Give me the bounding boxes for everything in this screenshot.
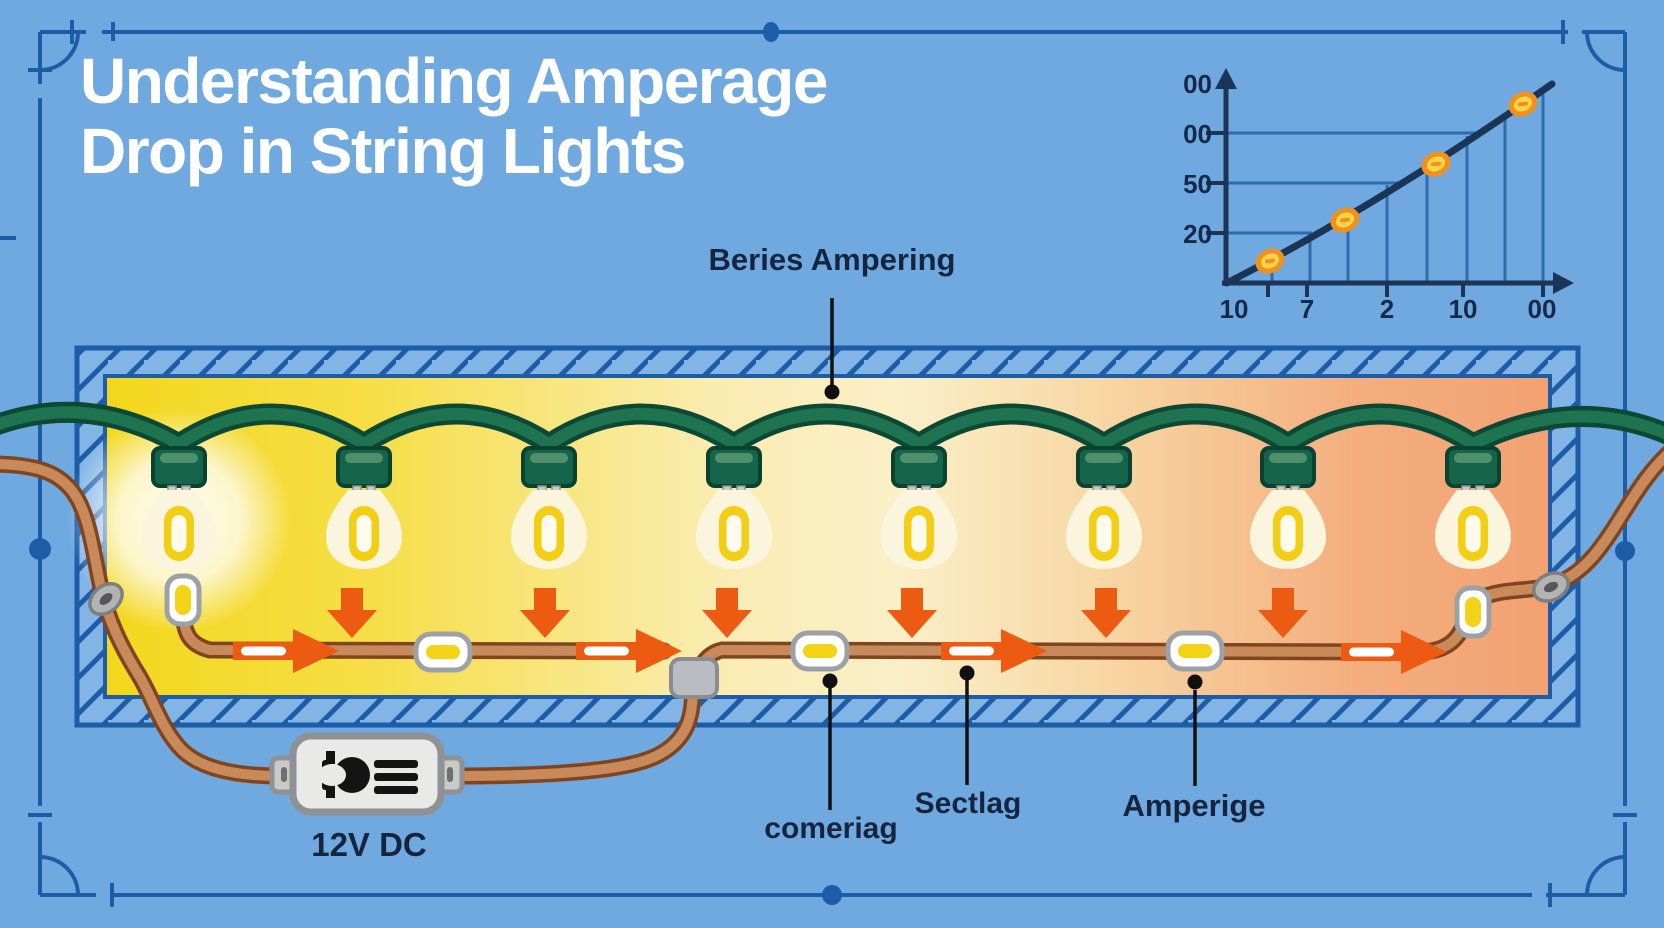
- y-axis-arrow-icon: [1215, 68, 1237, 89]
- callout-lines: [822, 298, 1203, 810]
- string-wire: [0, 401, 1664, 457]
- bulb-icon: [694, 446, 774, 571]
- x-tick-label: 10: [1219, 294, 1249, 324]
- chart-axes: [1206, 80, 1560, 297]
- border-dot-right: [1615, 541, 1635, 561]
- title-line-2: Drop in String Lights: [80, 115, 686, 188]
- fuse-connector-icon: [793, 633, 847, 669]
- x-tick-label: 00: [1527, 294, 1557, 324]
- callout-label-amperage: Amperige: [1122, 788, 1266, 823]
- bulb-icon: [879, 446, 959, 571]
- chart-gridlines: [1226, 90, 1545, 283]
- y-tick-label: 20: [1183, 219, 1212, 249]
- page-title: Understanding Amperage Drop in String Li…: [80, 45, 828, 188]
- y-tick-label: 00: [1183, 69, 1212, 99]
- fuse-connector-icon: [1168, 633, 1222, 669]
- border-dot-bottom: [822, 885, 842, 905]
- x-tick-label: 2: [1379, 294, 1395, 324]
- callout-label-series: Beries Ampering: [708, 242, 956, 277]
- amperage-chart: [1206, 68, 1574, 297]
- fuse-connector-icon: [1457, 588, 1489, 636]
- junction-block-icon: [669, 657, 719, 699]
- callout-label-connector: comeriag: [764, 812, 898, 845]
- y-tick-label: 00: [1183, 119, 1212, 149]
- callout-label-section: Sectlag: [914, 787, 1022, 820]
- border-dot-left: [29, 538, 51, 560]
- border-dot-top: [763, 22, 779, 42]
- fuse-connector-icon: [416, 634, 470, 670]
- fuse-connector-icon: [167, 576, 199, 624]
- bulb-icon: [139, 446, 219, 571]
- bulb-icon: [509, 446, 589, 571]
- x-tick-label: 10: [1448, 294, 1478, 324]
- x-tick-label: 7: [1299, 294, 1315, 324]
- adapter-plug-glyph: [318, 751, 418, 798]
- blueprint-border: [0, 20, 1637, 907]
- bulb-icon: [1433, 446, 1513, 571]
- y-tick-label: 50: [1183, 169, 1212, 199]
- wire-connectors: [82, 565, 1575, 699]
- chart-data-points: [1255, 91, 1538, 274]
- bulb-icon: [1248, 446, 1328, 571]
- x-axis-arrow-icon: [1553, 272, 1574, 294]
- power-supply-label: 12V DC: [311, 826, 427, 863]
- bulb-icon: [324, 446, 404, 571]
- bulb-icon: [1064, 446, 1144, 571]
- title-line-1: Understanding Amperage: [80, 45, 828, 117]
- power-adapter-icon: [269, 732, 465, 816]
